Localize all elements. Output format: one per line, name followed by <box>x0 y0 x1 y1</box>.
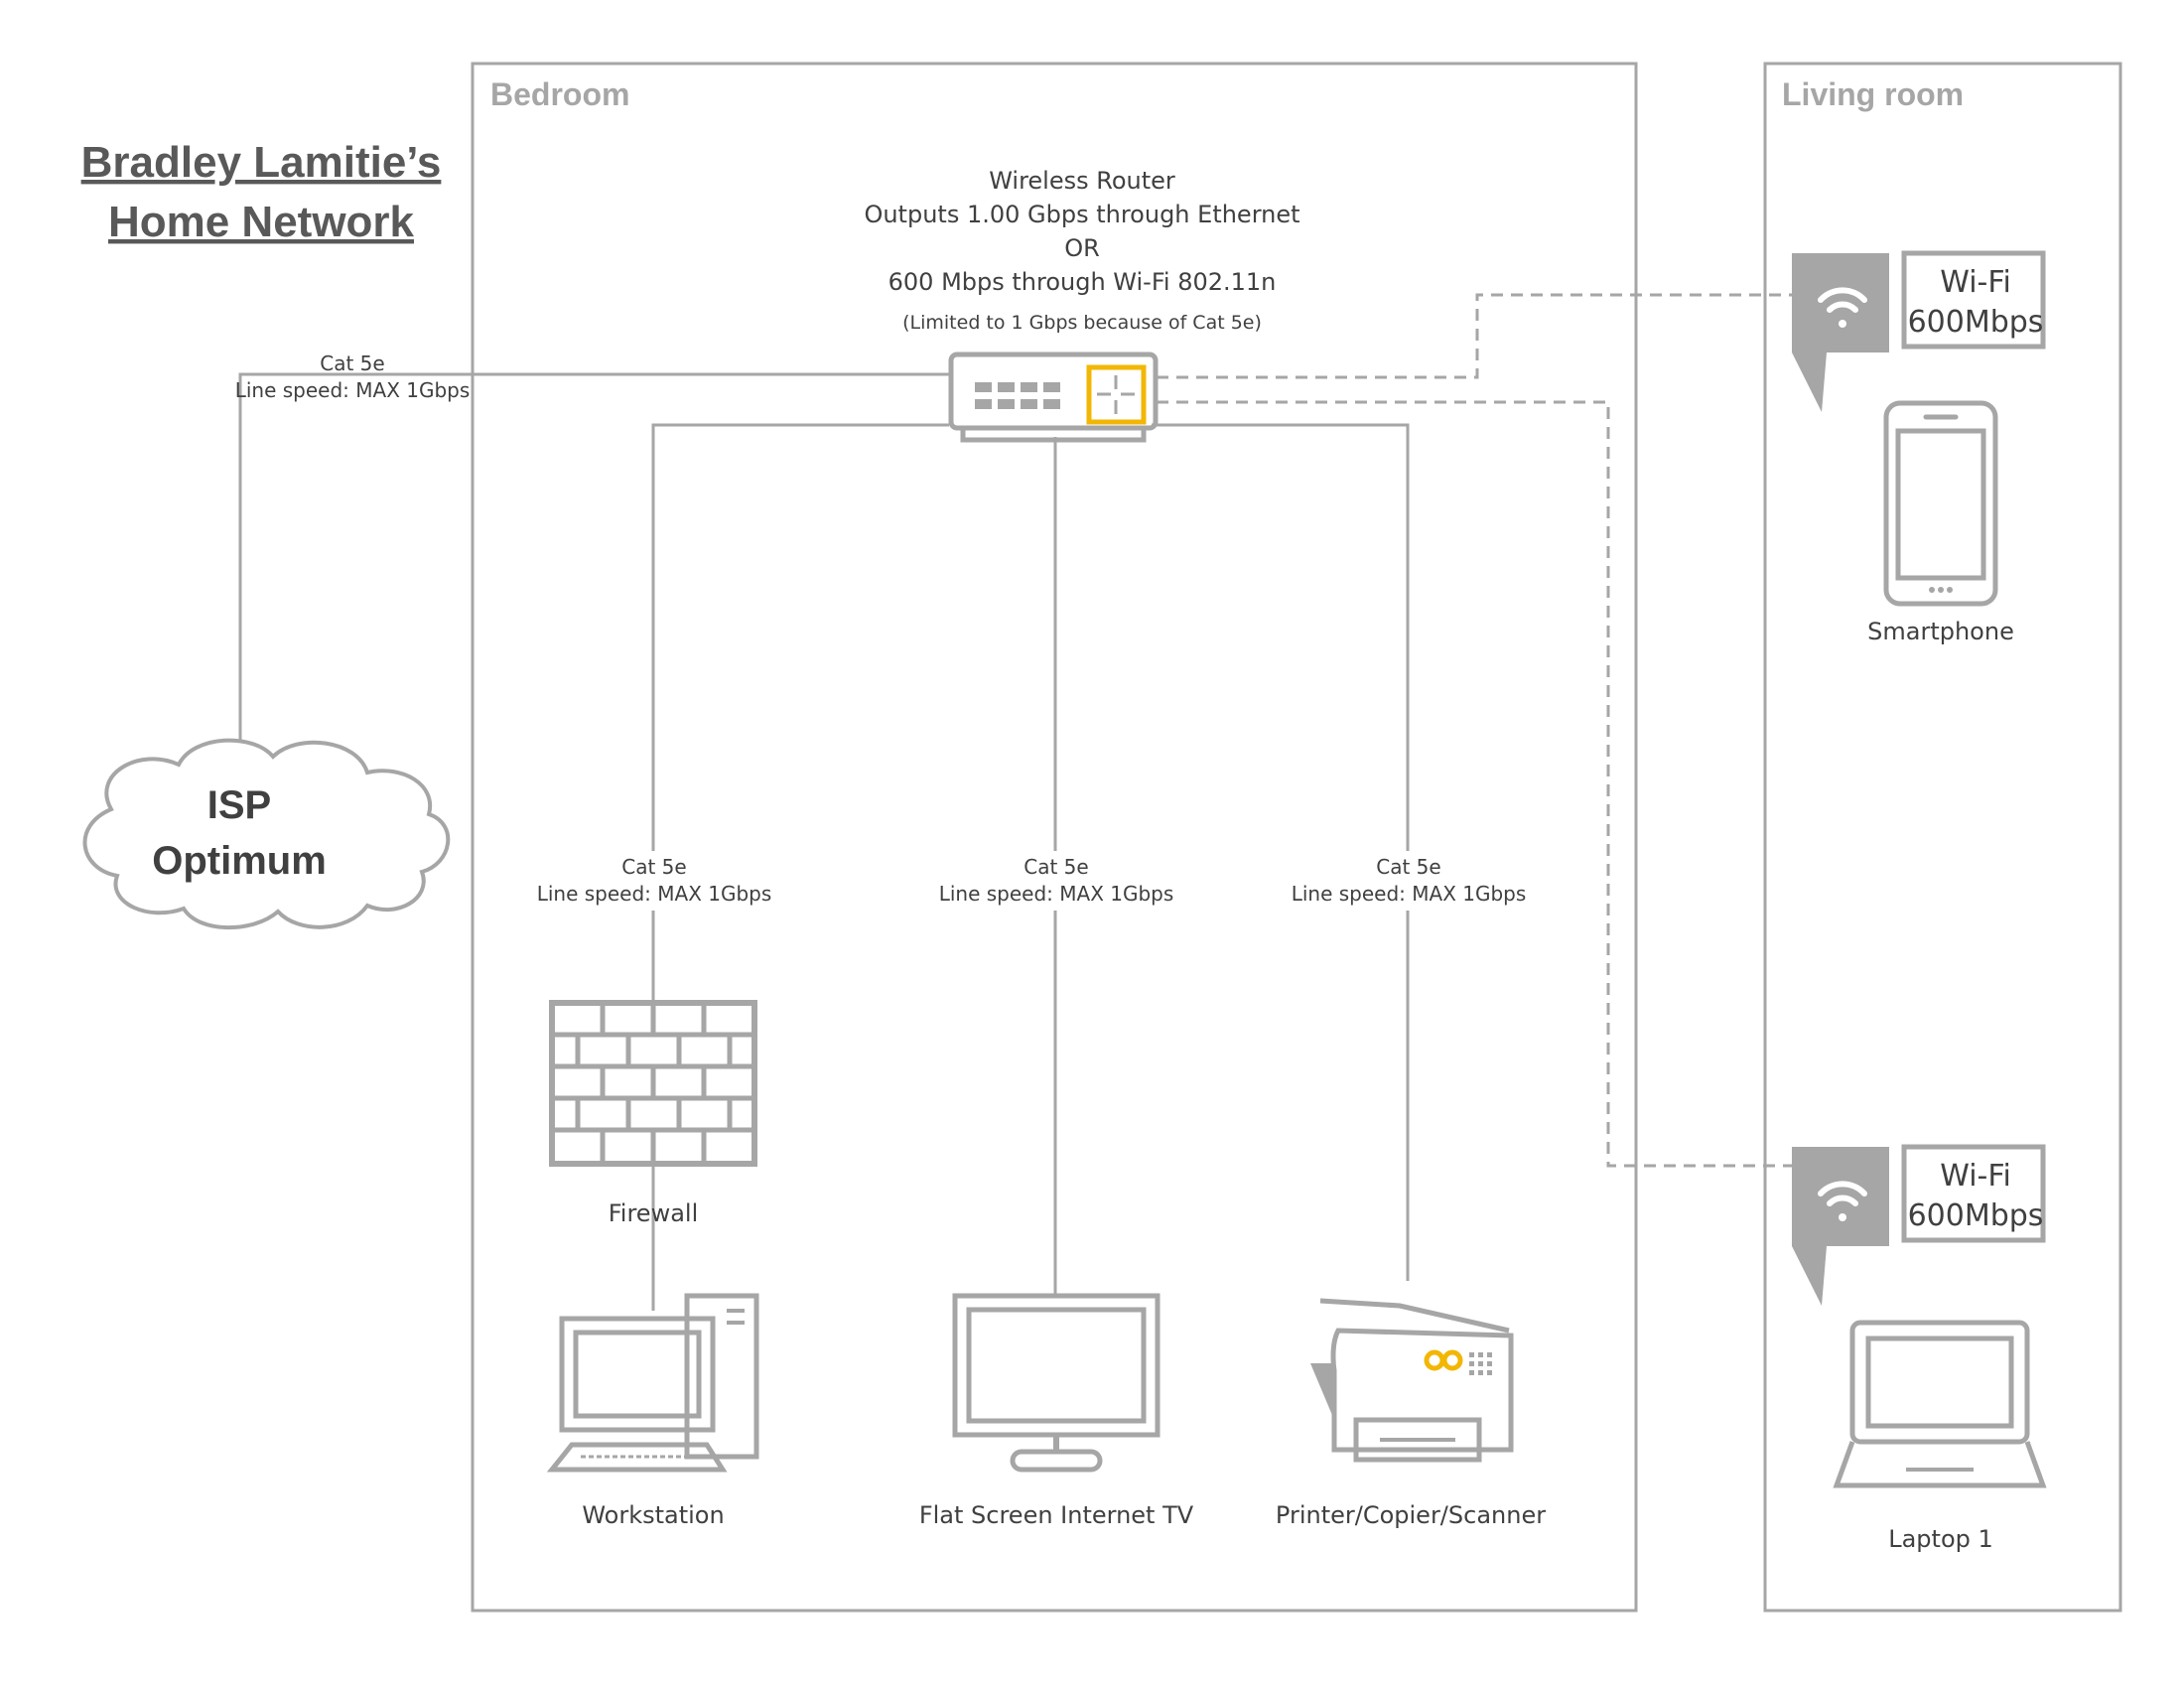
firewall-link-speed: Line speed: MAX 1Gbps <box>537 882 772 906</box>
tv-label: Flat Screen Internet TV <box>919 1501 1194 1529</box>
isp-link-speed: Line speed: MAX 1Gbps <box>235 378 471 402</box>
smartphone-wifi-speed: 600Mbps <box>1908 305 2044 340</box>
living-room-label: Living room <box>1782 76 1964 112</box>
isp-router-wire <box>238 372 951 755</box>
smartphone-wifi-speed-box <box>1901 250 2046 350</box>
tv-link-speed: Line speed: MAX 1Gbps <box>939 882 1174 906</box>
isp-cloud-icon <box>82 738 451 930</box>
printer-link-speed: Line speed: MAX 1Gbps <box>1292 882 1527 906</box>
diagram-title-line2: Home Network <box>108 198 415 246</box>
printer-label: Printer/Copier/Scanner <box>1276 1501 1546 1529</box>
router-icon <box>948 352 1159 443</box>
tv-icon <box>952 1293 1160 1473</box>
firewall-icon <box>549 1000 757 1167</box>
router-port-highlight <box>1086 364 1147 425</box>
smartphone-wifi-label: Wi-Fi <box>1940 265 2011 300</box>
laptop-wifi-label: Wi-Fi <box>1940 1159 2011 1194</box>
laptop-icon <box>1833 1320 2047 1488</box>
smartphone-label: Smartphone <box>1867 618 2014 645</box>
smartphone-icon <box>1883 400 1998 607</box>
printer-link-cable: Cat 5e <box>1376 855 1440 879</box>
firewall-label: Firewall <box>609 1199 699 1227</box>
router-wifi-output: 600 Mbps through Wi-Fi 802.11n <box>888 268 1277 296</box>
router-note: (Limited to 1 Gbps because of Cat 5e) <box>902 312 1262 334</box>
router-smartphone-wifi-link <box>1157 293 1792 379</box>
isp-provider: Optimum <box>152 839 327 883</box>
laptop-label: Laptop 1 <box>1888 1525 1993 1553</box>
router-ethernet-output: Outputs 1.00 Gbps through Ethernet <box>864 201 1299 228</box>
tv-link-cable: Cat 5e <box>1024 855 1088 879</box>
smartphone-wifi-callout <box>1792 253 1889 412</box>
wifi-icon <box>1818 1181 1867 1221</box>
bedroom-label: Bedroom <box>490 76 629 112</box>
printer-icon <box>1310 1298 1514 1463</box>
firewall-link-cable: Cat 5e <box>621 855 686 879</box>
bedroom-box <box>471 62 1638 1613</box>
router-laptop-wifi-link <box>1157 400 1792 1168</box>
laptop-wifi-callout <box>1792 1147 1889 1306</box>
isp-link-cable: Cat 5e <box>320 352 384 375</box>
isp-label: ISP <box>207 783 271 827</box>
laptop-wifi-speed-box <box>1901 1144 2046 1243</box>
router-title: Wireless Router <box>989 167 1175 195</box>
workstation-label: Workstation <box>582 1501 724 1529</box>
router-or: OR <box>1064 234 1100 262</box>
living-room-box <box>1763 62 2122 1613</box>
wifi-icon <box>1818 287 1867 328</box>
workstation-icon <box>546 1293 759 1473</box>
diagram-title-line1: Bradley Lamitie’s <box>81 138 442 187</box>
laptop-wifi-speed: 600Mbps <box>1908 1198 2044 1233</box>
router-printer-wire <box>1152 423 1410 1281</box>
